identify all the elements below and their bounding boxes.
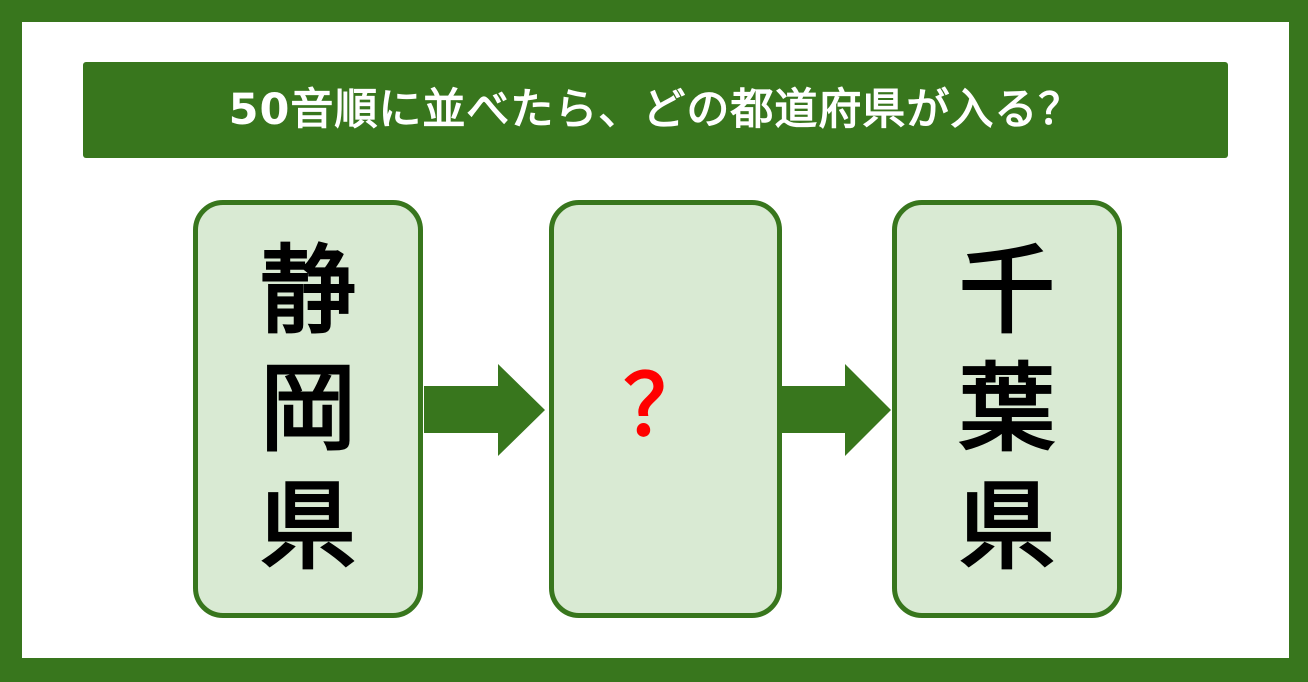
arrow-right-icon bbox=[424, 364, 545, 456]
card-char: 県 bbox=[959, 471, 1055, 583]
card-char: 県 bbox=[260, 471, 356, 583]
prefecture-card-shizuoka: 静 岡 県 bbox=[193, 200, 423, 618]
card-char: 葉 bbox=[959, 353, 1055, 465]
card-char: 静 bbox=[260, 235, 356, 347]
card-char: 千 bbox=[959, 235, 1055, 347]
title-banner: 50音順に並べたら、どの都道府県が入る？ bbox=[83, 62, 1228, 158]
question-mark: ？ bbox=[623, 357, 708, 455]
arrow-right-icon bbox=[782, 364, 891, 456]
quiz-title: 50音順に並べたら、どの都道府県が入る？ bbox=[228, 84, 1083, 135]
answer-card-unknown: ？ bbox=[549, 200, 782, 618]
prefecture-card-chiba: 千 葉 県 bbox=[892, 200, 1122, 618]
card-char: 岡 bbox=[260, 353, 356, 465]
